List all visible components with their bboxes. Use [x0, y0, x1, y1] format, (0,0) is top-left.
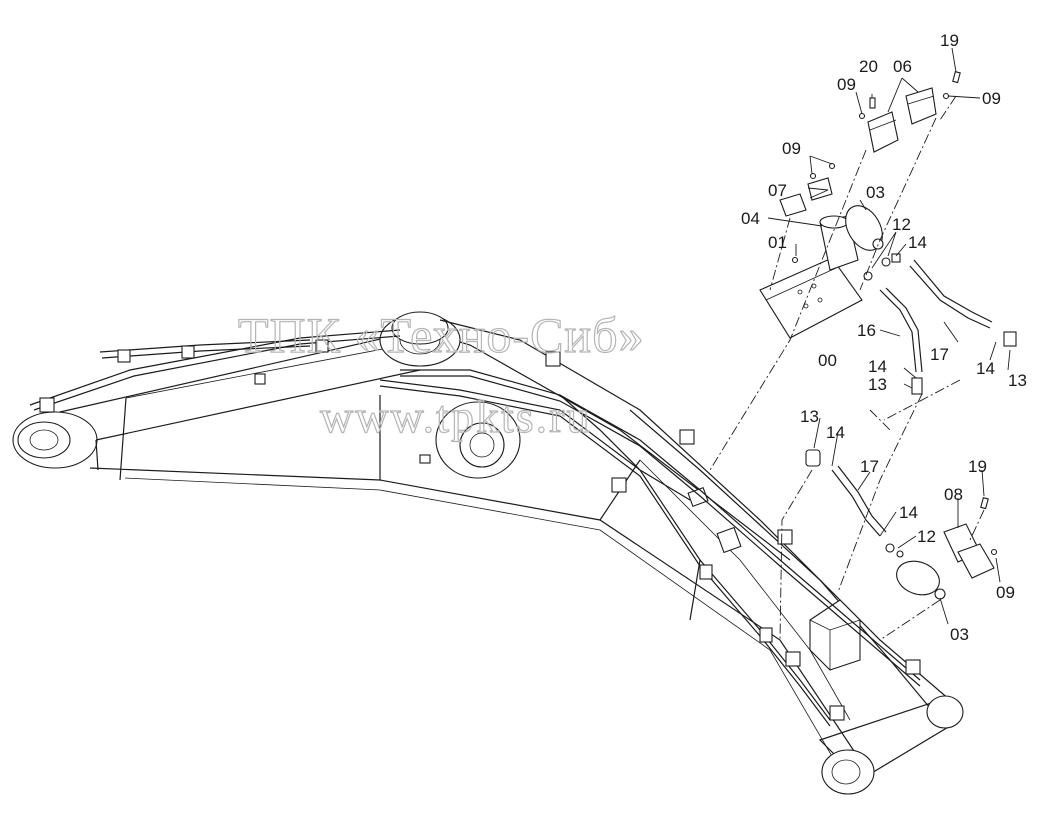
callout-06: 06	[893, 57, 912, 76]
callout-04: 04	[741, 209, 760, 228]
callouts: 19 20 06 09 09 09 07 03 04 12 14 01 16 1…	[741, 31, 1027, 644]
callout-17: 17	[930, 345, 949, 364]
callout-09: 09	[982, 89, 1001, 108]
leader-lines	[767, 47, 1011, 625]
lower-exploded-parts	[805, 449, 998, 600]
callout-08: 08	[944, 485, 963, 504]
upper-exploded-parts	[759, 70, 1017, 395]
callout-01: 01	[768, 233, 787, 252]
callout-13: 13	[800, 407, 819, 426]
callout-03: 03	[866, 183, 885, 202]
hydraulic-lines	[29, 329, 921, 727]
watermark-url: www.tpkts.ru	[320, 391, 591, 442]
callout-14: 14	[899, 503, 918, 522]
callout-20: 20	[859, 57, 878, 76]
callout-09: 09	[837, 75, 856, 94]
callout-07: 07	[768, 181, 787, 200]
callout-17: 17	[860, 457, 879, 476]
center-lines	[709, 95, 985, 641]
callout-09: 09	[782, 139, 801, 158]
callout-14: 14	[976, 359, 995, 378]
callout-14: 14	[908, 233, 927, 252]
callout-19: 19	[940, 31, 959, 50]
watermark: ТПК «Техно-Сиб» www.tpkts.ru	[237, 306, 645, 442]
callout-09: 09	[996, 583, 1015, 602]
callout-12: 12	[917, 527, 936, 546]
callout-13: 13	[868, 375, 887, 394]
callout-13: 13	[1008, 371, 1027, 390]
callout-00: 00	[818, 351, 837, 370]
watermark-company: ТПК «Техно-Сиб»	[238, 307, 645, 363]
callout-19: 19	[968, 457, 987, 476]
callout-14: 14	[868, 357, 887, 376]
callout-03: 03	[950, 625, 969, 644]
callout-12: 12	[892, 215, 911, 234]
callout-14: 14	[826, 423, 845, 442]
boom-assembly	[12, 311, 964, 795]
callout-16: 16	[857, 321, 876, 340]
